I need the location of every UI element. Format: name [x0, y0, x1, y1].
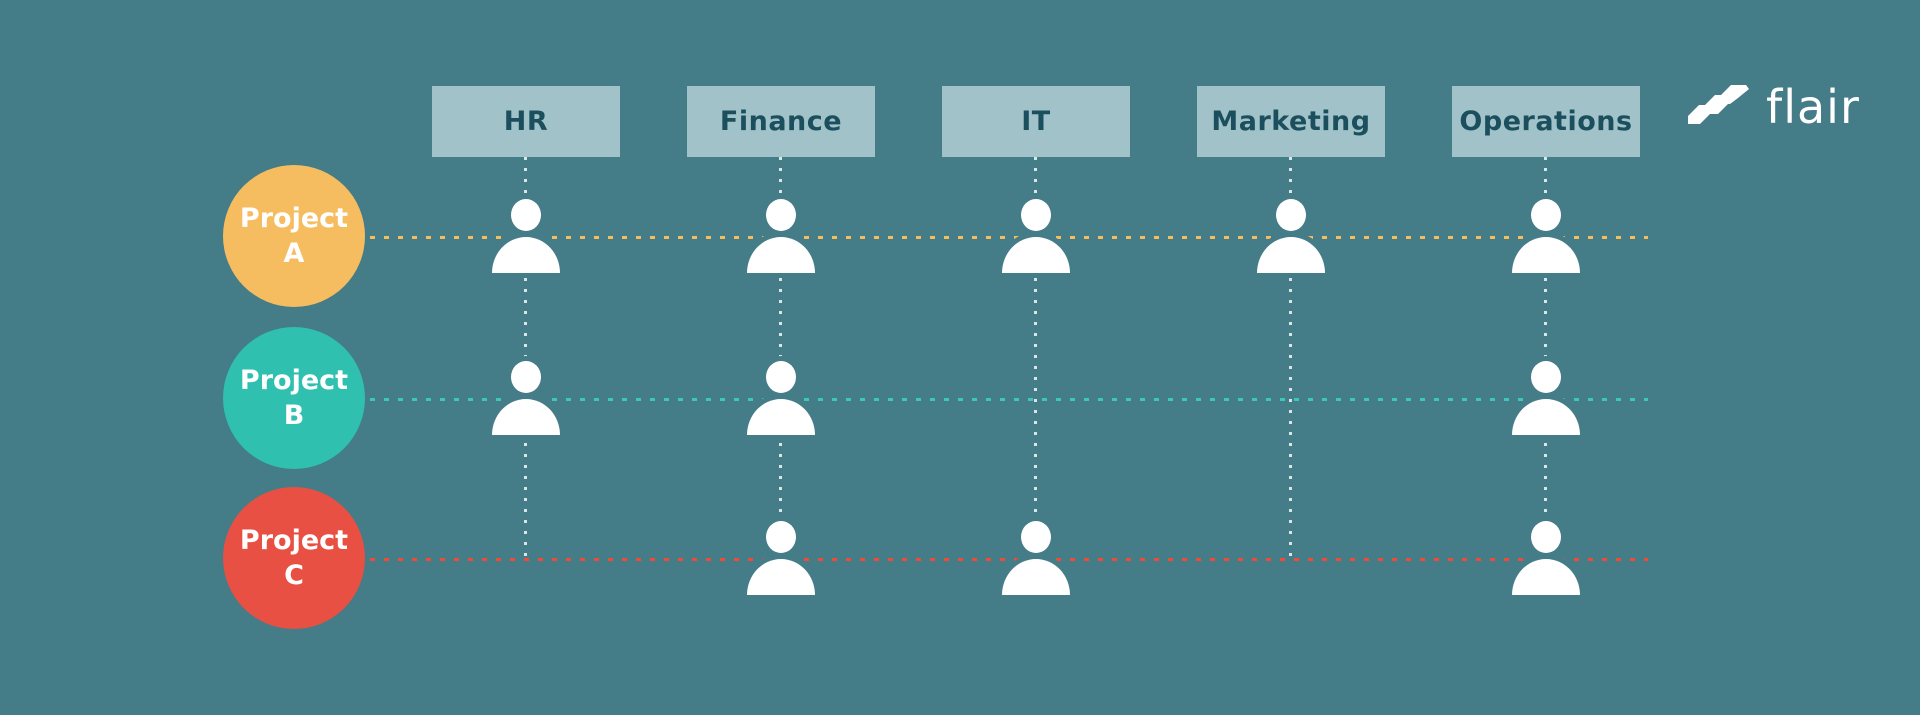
- project-b-line: [370, 398, 1648, 401]
- column-line-operations: [1544, 157, 1547, 559]
- person-body: [1512, 399, 1580, 435]
- department-box-hr: HR: [432, 86, 620, 157]
- person-icon: [747, 361, 815, 435]
- person-icon: [1512, 199, 1580, 273]
- person-body: [1512, 559, 1580, 595]
- person-head: [766, 521, 796, 553]
- person-icon: [1512, 521, 1580, 595]
- column-line-it: [1034, 157, 1037, 559]
- person-head: [1276, 199, 1306, 231]
- person-head: [1531, 199, 1561, 231]
- person-icon: [492, 199, 560, 273]
- person-head: [1021, 199, 1051, 231]
- column-line-finance: [779, 157, 782, 559]
- department-label: Operations: [1459, 106, 1633, 137]
- person-icon: [747, 199, 815, 273]
- department-box-finance: Finance: [687, 86, 875, 157]
- flair-logo-icon: [1686, 80, 1750, 134]
- person-head: [766, 361, 796, 393]
- flair-logo-text: flair: [1766, 80, 1860, 134]
- person-body: [747, 237, 815, 273]
- person-body: [1512, 237, 1580, 273]
- column-line-marketing: [1289, 157, 1292, 559]
- department-box-marketing: Marketing: [1197, 86, 1385, 157]
- project-c-line: [370, 558, 1648, 561]
- person-icon: [492, 361, 560, 435]
- person-body: [747, 399, 815, 435]
- person-head: [1021, 521, 1051, 553]
- department-box-operations: Operations: [1452, 86, 1640, 157]
- project-letter: B: [283, 400, 305, 431]
- flair-logo: flair: [1686, 76, 1860, 138]
- person-head: [511, 199, 541, 231]
- person-body: [492, 399, 560, 435]
- person-head: [1531, 521, 1561, 553]
- department-label: Marketing: [1211, 106, 1371, 137]
- person-icon: [1257, 199, 1325, 273]
- person-head: [1531, 361, 1561, 393]
- department-label: HR: [503, 106, 549, 137]
- department-label: IT: [1021, 106, 1051, 137]
- person-body: [1257, 237, 1325, 273]
- column-line-hr: [524, 157, 527, 559]
- project-name: Project: [239, 203, 349, 234]
- project-a-line: [370, 236, 1648, 239]
- person-body: [492, 237, 560, 273]
- project-circle-b: Project B: [223, 327, 365, 469]
- person-icon: [1002, 199, 1070, 273]
- department-label: Finance: [719, 106, 843, 137]
- person-body: [1002, 237, 1070, 273]
- person-body: [747, 559, 815, 595]
- project-name: Project: [239, 365, 349, 396]
- project-letter: A: [283, 238, 305, 269]
- person-icon: [1512, 361, 1580, 435]
- project-circle-a: Project A: [223, 165, 365, 307]
- person-body: [1002, 559, 1070, 595]
- project-circle-c: Project C: [223, 487, 365, 629]
- project-letter: C: [284, 560, 304, 591]
- person-icon: [747, 521, 815, 595]
- person-icon: [1002, 521, 1070, 595]
- department-box-it: IT: [942, 86, 1130, 157]
- person-head: [511, 361, 541, 393]
- person-head: [766, 199, 796, 231]
- project-name: Project: [239, 525, 349, 556]
